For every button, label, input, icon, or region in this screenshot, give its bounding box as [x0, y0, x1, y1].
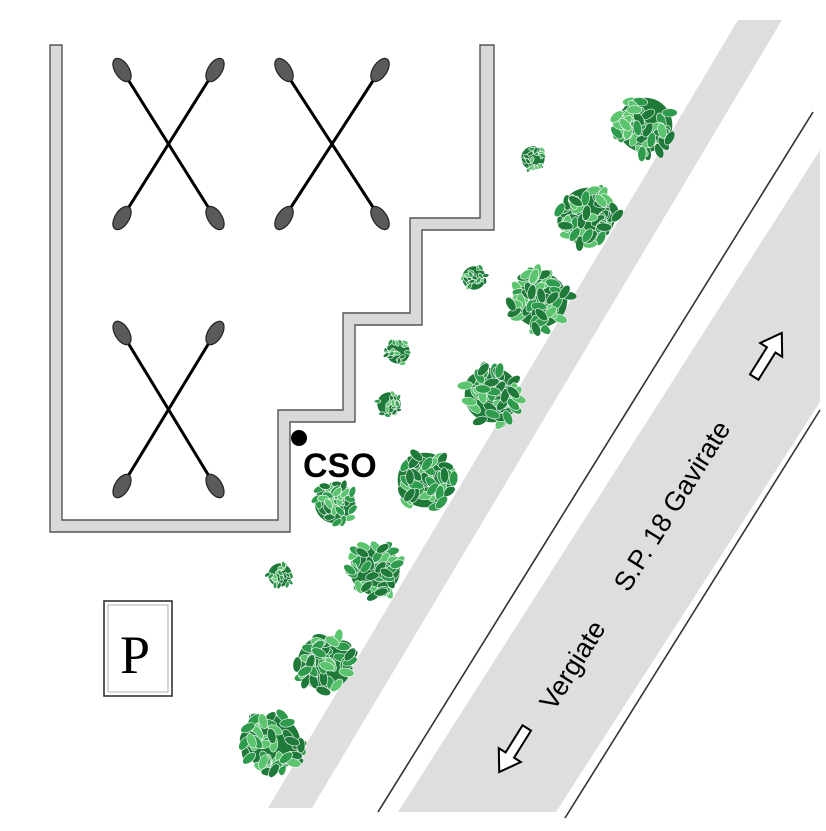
- bush-icon: [382, 338, 412, 366]
- site-wall: [49, 44, 495, 533]
- bush-group: [238, 96, 678, 778]
- floodlight-head: [274, 57, 294, 83]
- bush-icon: [521, 146, 546, 173]
- floodlight-head: [112, 320, 132, 346]
- bush-icon: [264, 561, 294, 590]
- floodlight-head: [112, 205, 132, 231]
- cso-label: CSO: [303, 447, 377, 485]
- floodlight-head: [205, 57, 225, 83]
- bush-icon: [553, 184, 624, 252]
- bush-icon: [292, 628, 359, 696]
- floodlight-head: [370, 205, 390, 231]
- floodlight-group: [112, 57, 390, 499]
- bush-icon: [343, 540, 406, 602]
- direction-arrow-icon: [497, 723, 533, 774]
- bush-icon: [460, 264, 490, 291]
- direction-arrow-icon: [748, 331, 784, 382]
- floodlight-head: [370, 57, 390, 83]
- floodlight-tower-icon: [112, 57, 225, 231]
- bush-icon: [397, 448, 459, 512]
- parking-sign-letter: P: [120, 625, 150, 685]
- floodlight-head: [274, 205, 294, 231]
- bush-icon: [374, 390, 402, 419]
- bush-icon: [238, 708, 308, 778]
- floodlight-head: [205, 473, 225, 499]
- road-carriageway: [398, 150, 820, 812]
- bush-icon: [456, 361, 527, 430]
- bush-icon: [505, 263, 578, 337]
- cso-point-marker: [291, 430, 307, 446]
- floodlight-tower-icon: [112, 320, 225, 499]
- bush-icon: [609, 96, 678, 162]
- floodlight-head: [112, 473, 132, 499]
- floodlight-head: [112, 57, 132, 83]
- road-edge-left: [377, 111, 814, 813]
- floodlight-head: [205, 320, 225, 346]
- floodlight-tower-icon: [274, 57, 390, 231]
- parking-sign-icon: P: [103, 600, 173, 697]
- sidewalk-strip: [268, 20, 782, 808]
- bush-icon: [310, 479, 358, 527]
- road-edge-right: [564, 409, 821, 819]
- floodlight-head: [205, 205, 225, 231]
